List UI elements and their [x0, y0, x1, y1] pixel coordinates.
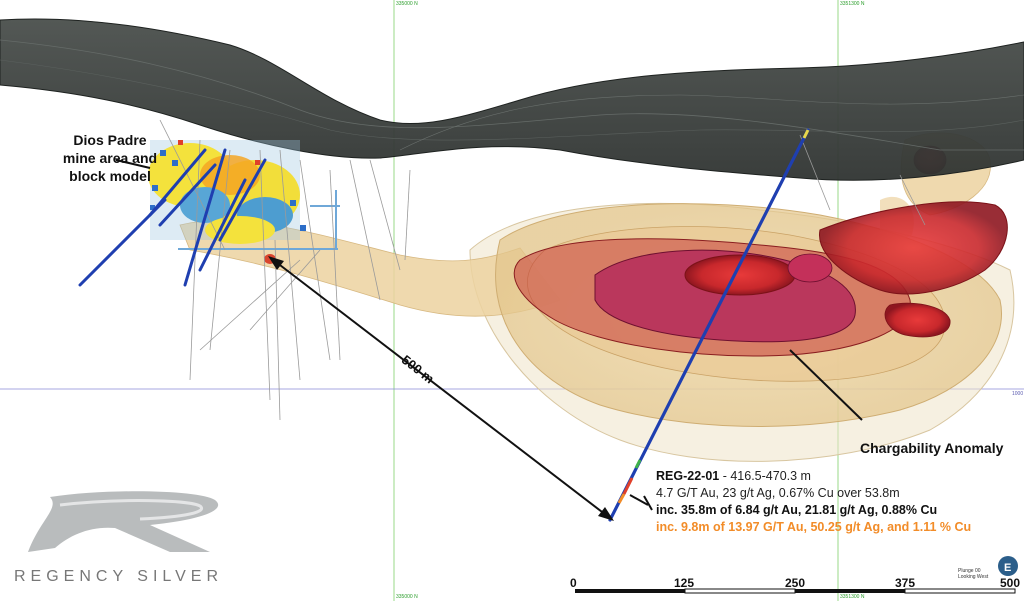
regency-logo-mark — [28, 491, 219, 552]
anomaly-label: Chargability Anomaly — [860, 440, 1004, 456]
result-line-1: 4.7 G/T Au, 23 g/t Ag, 0.67% Cu over 53.… — [656, 486, 900, 500]
drillhole-reg-22-01 — [608, 128, 810, 522]
coord-bottom-right: 3351300 N — [840, 594, 865, 600]
scale-tick: 500 — [1000, 576, 1021, 590]
mine-area-label: Dios Padre mine area and block model — [62, 132, 158, 184]
brand-name: REGENCY SILVER — [14, 568, 224, 585]
scale-tick: 375 — [895, 576, 916, 590]
scale-bar — [575, 588, 1016, 594]
hole-interval: - 416.5-470.3 m — [719, 469, 811, 483]
topography-surface — [0, 18, 1024, 181]
scale-tick: 0 — [570, 576, 577, 590]
drill-traces — [159, 119, 926, 421]
compass-icon: E — [998, 556, 1018, 576]
coord-top-left: 335000 N — [396, 1, 418, 7]
scale-tick: 125 — [674, 576, 695, 590]
scale-tick: 250 — [785, 576, 806, 590]
leader-lines — [115, 159, 863, 511]
drill-result-callout: REG-22-01 - 416.5-470.3 m 4.7 G/T Au, 23… — [656, 468, 971, 536]
distance-arrow — [268, 256, 614, 521]
result-line-2: inc. 35.8m of 6.84 g/t Au, 21.81 g/t Ag,… — [656, 503, 938, 517]
hole-header: REG-22-01 - 416.5-470.3 m — [656, 468, 971, 485]
svg-text:E: E — [1004, 562, 1011, 574]
result-line-3: inc. 9.8m of 13.97 G/T Au, 50.25 g/t Ag,… — [656, 520, 972, 534]
plunge-text: Plunge 00 — [958, 568, 981, 574]
coord-bottom-left: 335000 N — [396, 594, 418, 600]
coord-right-edge: 1000 — [1012, 391, 1024, 397]
view-orientation: Plunge 00 Looking West — [958, 568, 988, 580]
drillholes — [78, 148, 267, 287]
coord-top-right: 3351300 N — [840, 1, 865, 7]
looking-text: Looking West — [958, 574, 989, 580]
hole-id: REG-22-01 — [656, 469, 720, 483]
